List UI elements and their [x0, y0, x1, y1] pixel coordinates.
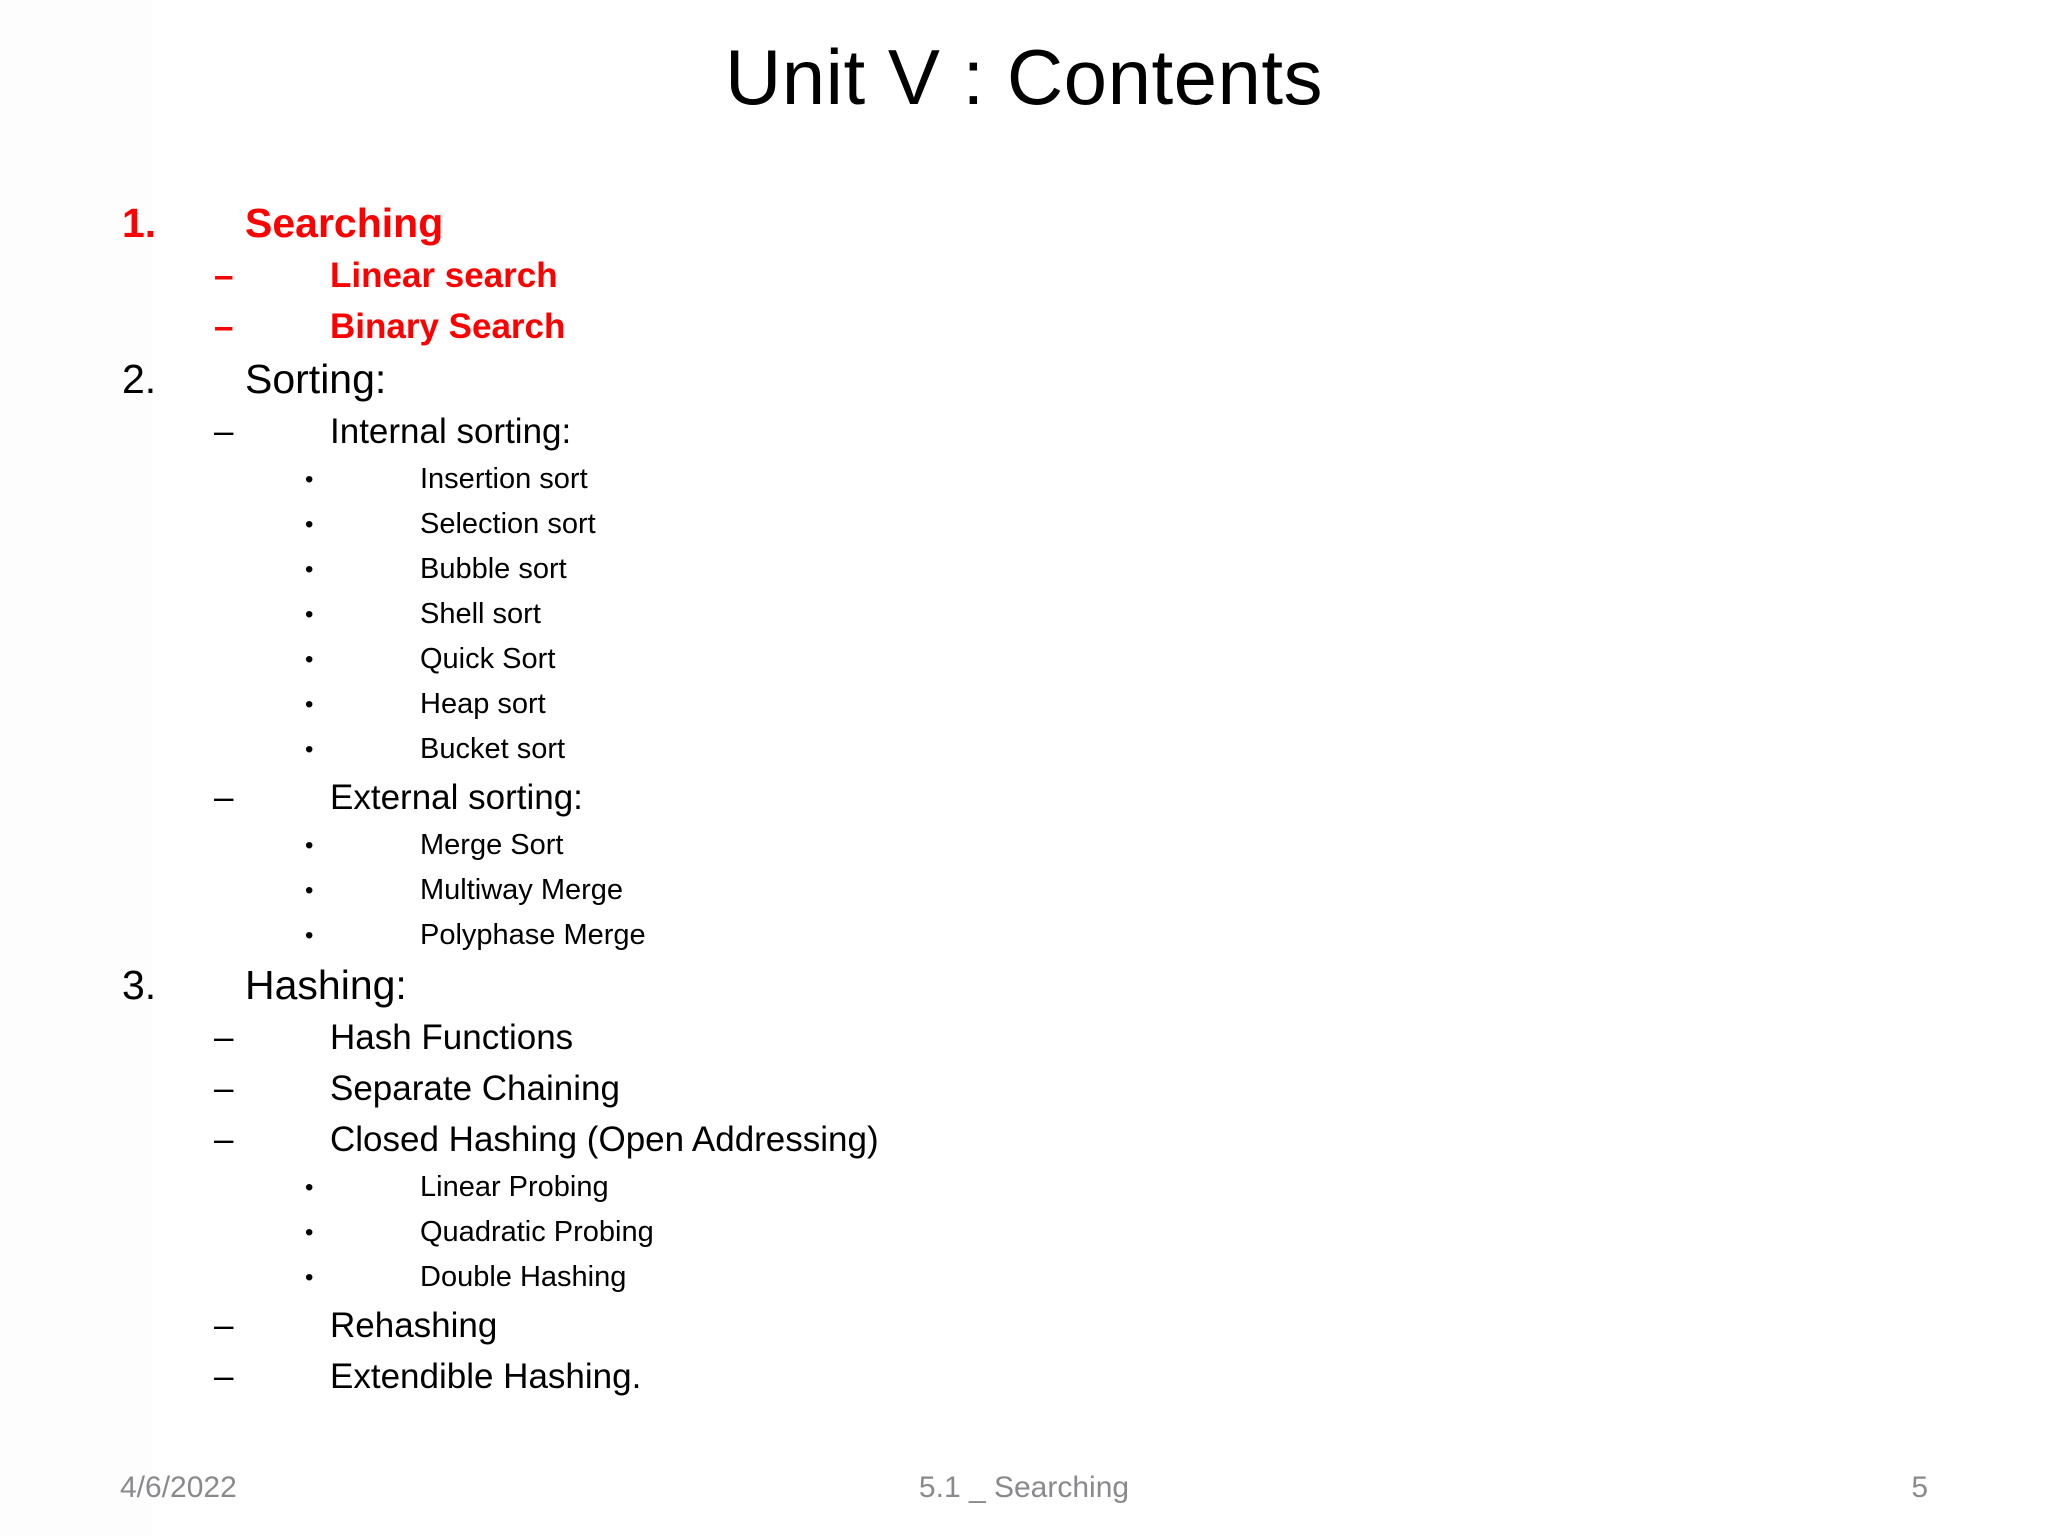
outline-label-quadratic-probing: Quadratic Probing — [420, 1216, 654, 1248]
outline-item-sorting: 2. Sorting: — [0, 352, 2048, 406]
dash-bullet-icon: – — [214, 1069, 234, 1108]
list-item: • Bucket sort — [0, 727, 2048, 772]
outline-label-quick-sort: Quick Sort — [420, 643, 556, 675]
outline-item-searching: 1. Searching — [0, 196, 2048, 250]
outline-label-insertion-sort: Insertion sort — [420, 463, 588, 495]
round-bullet-icon: • — [305, 736, 314, 763]
outline-label-double-hashing: Double Hashing — [420, 1261, 627, 1293]
round-bullet-icon: • — [305, 466, 314, 493]
list-item: • Quadratic Probing — [0, 1210, 2048, 1255]
list-item: • Linear Probing — [0, 1165, 2048, 1210]
outline-label-hashing: Hashing: — [245, 962, 407, 1008]
list-number-2: 2. — [122, 356, 157, 402]
list-item: • Multiway Merge — [0, 868, 2048, 913]
outline-label-selection-sort: Selection sort — [420, 508, 596, 540]
dash-bullet-icon: – — [214, 1306, 234, 1345]
slide-footer: 4/6/2022 5.1 _ Searching 5 — [0, 1440, 2048, 1536]
outline-item-internal-sorting: – Internal sorting: — [0, 406, 2048, 457]
outline-label-separate-chaining: Separate Chaining — [330, 1069, 620, 1108]
round-bullet-icon: • — [305, 646, 314, 673]
outline-label-external-sorting: External sorting: — [330, 778, 583, 817]
outline-label-internal-sorting: Internal sorting: — [330, 412, 572, 451]
list-item: • Selection sort — [0, 502, 2048, 547]
slide-number: 5 — [1911, 1471, 1928, 1504]
outline-item-rehashing: – Rehashing — [0, 1300, 2048, 1351]
round-bullet-icon: • — [305, 601, 314, 628]
list-item: • Double Hashing — [0, 1255, 2048, 1300]
outline-body: 1. Searching – Linear search – Binary Se… — [0, 196, 2048, 1402]
round-bullet-icon: • — [305, 556, 314, 583]
outline-label-sorting: Sorting: — [245, 356, 387, 402]
outline-label-bubble-sort: Bubble sort — [420, 553, 567, 585]
round-bullet-icon: • — [305, 877, 314, 904]
outline-item-external-sorting: – External sorting: — [0, 772, 2048, 823]
list-item: • Heap sort — [0, 682, 2048, 727]
dash-bullet-icon: – — [214, 1120, 234, 1159]
outline-label-linear-search: Linear search — [330, 256, 558, 295]
outline-label-polyphase-merge: Polyphase Merge — [420, 919, 646, 951]
list-item: • Shell sort — [0, 592, 2048, 637]
outline-label-searching: Searching — [245, 200, 444, 246]
outline-label-linear-probing: Linear Probing — [420, 1171, 609, 1203]
round-bullet-icon: • — [305, 511, 314, 538]
list-item: • Insertion sort — [0, 457, 2048, 502]
outline-item-hash-functions: – Hash Functions — [0, 1012, 2048, 1063]
outline-label-shell-sort: Shell sort — [420, 598, 541, 630]
outline-item-binary-search: – Binary Search — [0, 301, 2048, 352]
list-item: • Bubble sort — [0, 547, 2048, 592]
outline-label-bucket-sort: Bucket sort — [420, 733, 566, 765]
outline-item-closed-hashing: – Closed Hashing (Open Addressing) — [0, 1114, 2048, 1165]
dash-bullet-icon: – — [214, 412, 234, 451]
round-bullet-icon: • — [305, 1174, 314, 1201]
round-bullet-icon: • — [305, 922, 314, 949]
page-title: Unit V : Contents — [724, 33, 1324, 121]
dash-bullet-icon: – — [214, 256, 234, 295]
outline-label-merge-sort: Merge Sort — [420, 829, 564, 861]
dash-bullet-icon: – — [214, 307, 234, 346]
round-bullet-icon: • — [305, 691, 314, 718]
list-item: • Merge Sort — [0, 823, 2048, 868]
outline-label-hash-functions: Hash Functions — [330, 1018, 574, 1057]
outline-item-linear-search: – Linear search — [0, 250, 2048, 301]
list-item: • Polyphase Merge — [0, 913, 2048, 958]
outline-item-extendible-hashing: – Extendible Hashing. — [0, 1351, 2048, 1402]
outline-label-rehashing: Rehashing — [330, 1306, 498, 1345]
round-bullet-icon: • — [305, 1264, 314, 1291]
dash-bullet-icon: – — [214, 1018, 234, 1057]
round-bullet-icon: • — [305, 1219, 314, 1246]
list-number-1: 1. — [122, 200, 157, 246]
outline-label-multiway-merge: Multiway Merge — [420, 874, 624, 906]
outline-label-closed-hashing: Closed Hashing (Open Addressing) — [330, 1120, 879, 1159]
outline-item-separate-chaining: – Separate Chaining — [0, 1063, 2048, 1114]
outline-item-hashing: 3. Hashing: — [0, 958, 2048, 1012]
dash-bullet-icon: – — [214, 778, 234, 817]
list-item: • Quick Sort — [0, 637, 2048, 682]
footer-section-label: 5.1 _ Searching — [918, 1471, 1130, 1504]
outline-label-binary-search: Binary Search — [330, 307, 566, 346]
footer-date: 4/6/2022 — [120, 1471, 237, 1504]
round-bullet-icon: • — [305, 832, 314, 859]
outline-label-extendible-hashing: Extendible Hashing. — [330, 1357, 642, 1396]
list-number-3: 3. — [122, 962, 157, 1008]
outline-label-heap-sort: Heap sort — [420, 688, 546, 720]
dash-bullet-icon: – — [214, 1357, 234, 1396]
